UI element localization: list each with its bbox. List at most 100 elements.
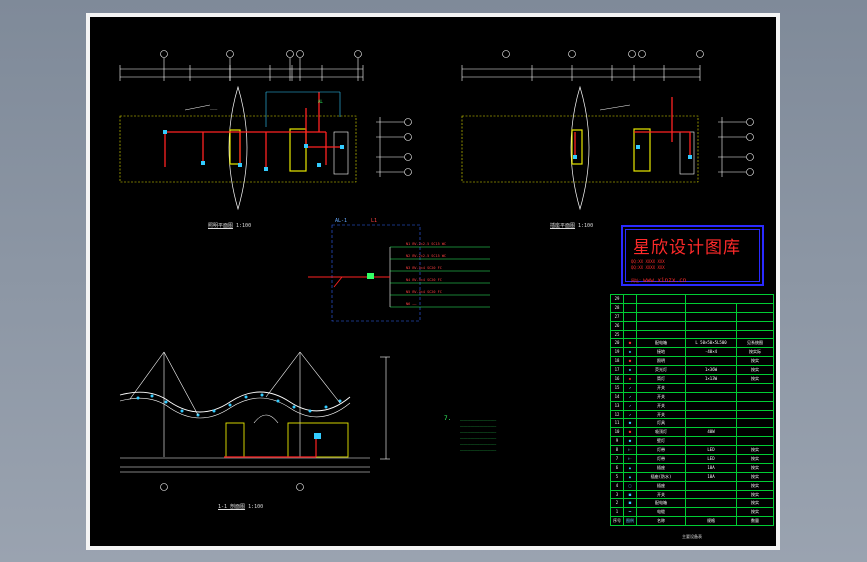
legend-cell-spec — [685, 480, 737, 491]
legend-cell-qty: 见系统图 — [736, 338, 774, 349]
legend-cell-spec — [685, 436, 737, 447]
legend-cell-name — [636, 311, 686, 322]
svg-text:___: ___ — [210, 105, 218, 110]
legend-cell-qty — [736, 427, 774, 438]
legend-cell-name: 配电箱 — [636, 338, 686, 349]
caption-plan-left: 照明平面图 1:100 — [208, 223, 252, 229]
svg-text:AL: AL — [318, 99, 323, 104]
logo-web: 网址：www.xinzx.cn — [631, 277, 686, 284]
legend-cell-name: 名称 — [636, 516, 686, 527]
logo-web-label: 网址： — [631, 278, 643, 283]
legend-cell-spec: LED — [685, 445, 737, 456]
legend-row: 27 — [610, 311, 774, 322]
legend-cell-spec: 规格 — [685, 516, 737, 527]
svg-text:————————————————————: ———————————————————— — [460, 436, 496, 440]
legend-cell-spec — [685, 391, 737, 402]
legend-cell-qty: 按实 — [736, 498, 774, 509]
legend-cell-spec: L 50×50×5L500 — [685, 338, 737, 349]
legend-cell-qty — [736, 382, 774, 393]
legend-cell-spec: 40W — [685, 427, 737, 438]
legend-cell-sym: ▲ — [623, 471, 637, 482]
legend-row: 2■配电箱按实 — [610, 498, 774, 509]
cad-drawing: AL ___ — [119, 50, 754, 491]
legend-cell-no: 9 — [610, 436, 624, 447]
legend-cell-no: 序号 — [610, 516, 624, 527]
system-diagram: N1 BV-2×2.5 SC15 WC N2 BV-2×2.5 SC15 WC … — [308, 224, 490, 322]
legend-cell-no: 18 — [610, 356, 624, 367]
legend-header-name — [636, 294, 686, 304]
legend-cell-qty: 按实 — [736, 471, 774, 482]
legend-row: 9●壁灯 — [610, 436, 774, 447]
legend-cell-spec — [685, 382, 737, 393]
legend-cell-qty — [736, 329, 774, 340]
legend-cell-spec — [685, 302, 737, 313]
legend-cell-sym — [623, 320, 637, 331]
legend-cell-name: 照明 — [636, 356, 686, 367]
legend-cell-sym: □ — [623, 480, 637, 491]
svg-text:N1 BV-2×2.5 SC15 WC: N1 BV-2×2.5 SC15 WC — [406, 242, 446, 246]
legend-cell-spec — [685, 409, 737, 420]
legend-cell-name: 插座(防水) — [636, 471, 686, 482]
legend-row: 4□插座按实 — [610, 480, 774, 491]
legend-header-no: 29 — [610, 294, 624, 304]
legend-cell-sym: ● — [623, 338, 637, 349]
legend-cell-name: 壁灯 — [636, 436, 686, 447]
legend-cell-sym: ↗ — [623, 409, 637, 420]
legend-cell-sym: ▲ — [623, 462, 637, 473]
legend-cell-name: 开关 — [636, 382, 686, 393]
legend-cell-name: 开关 — [636, 400, 686, 411]
legend-cell-spec — [685, 329, 737, 340]
legend-cell-spec — [685, 320, 737, 331]
svg-text:————————————————————: ———————————————————— — [460, 442, 496, 446]
legend-cell-name: 开关 — [636, 391, 686, 402]
legend-cell-name: 配电箱 — [636, 498, 686, 509]
legend-cell-qty: 按实 — [736, 365, 774, 376]
legend-header-sym — [623, 294, 637, 304]
legend-cell-no: 8 — [610, 445, 624, 456]
legend-row: 26 — [610, 320, 774, 331]
legend-cell-sym: ↗ — [623, 400, 637, 411]
legend-cell-spec — [685, 311, 737, 322]
legend-row: 18●照明按实 — [610, 356, 774, 367]
legend-cell-sym: ◆ — [623, 365, 637, 376]
logo-line-2: QQ:XX XXXX XXX — [631, 265, 665, 270]
legend-cell-no: 25 — [610, 329, 624, 340]
legend-cell-sym: ↗ — [623, 391, 637, 402]
legend-cell-sym: ● — [623, 418, 637, 429]
plan-right — [461, 50, 754, 211]
legend-cell-name: 吸顶灯 — [636, 427, 686, 438]
svg-text:N4 BV-3×4 SC20 FC: N4 BV-3×4 SC20 FC — [406, 278, 442, 282]
logo-box: 星欣设计图库 QQ:XX XXXX XXX QQ:XX XXXX XXX 网址：… — [621, 225, 764, 286]
plan-left: AL ___ — [119, 50, 412, 211]
legend-cell-no: 1 — [610, 507, 624, 518]
legend-cell-name — [636, 329, 686, 340]
panel-tag: AL-1 — [335, 218, 348, 224]
legend-cell-no: 27 — [610, 311, 624, 322]
legend-cell-no: 28 — [610, 302, 624, 313]
legend-cell-qty: 按实 — [736, 445, 774, 456]
legend-cell-sym: ◆ — [623, 374, 637, 384]
legend-cell-name — [636, 320, 686, 331]
legend-cell-no: 6 — [610, 462, 624, 473]
logo-line-1: QQ:XX XXXX XXX — [631, 259, 665, 264]
legend-cell-name: 插座 — [636, 462, 686, 473]
svg-text:N3 BV-3×4 SC20 FC: N3 BV-3×4 SC20 FC — [406, 266, 442, 270]
legend-cell-name: 开关 — [636, 409, 686, 420]
svg-text:————————————————————: ———————————————————— — [460, 418, 496, 422]
legend-cell-sym: ⟝ — [623, 454, 637, 464]
legend-cell-qty — [736, 302, 774, 313]
legend-cell-no: 16 — [610, 374, 624, 384]
legend-cell-qty — [736, 436, 774, 447]
elevation-section: ———————————————————— ———————————————————… — [119, 351, 496, 491]
legend-cell-no: 14 — [610, 391, 624, 402]
legend-cell-spec: 10A — [685, 471, 737, 482]
svg-text:————————————————————: ———————————————————— — [460, 424, 496, 428]
legend-cell-sym: ● — [623, 436, 637, 447]
legend-cell-sym: 图例 — [623, 516, 637, 527]
legend-cell-spec — [685, 507, 737, 518]
cad-canvas[interactable]: AL ___ — [90, 17, 776, 546]
legend-cell-no: 4 — [610, 480, 624, 491]
